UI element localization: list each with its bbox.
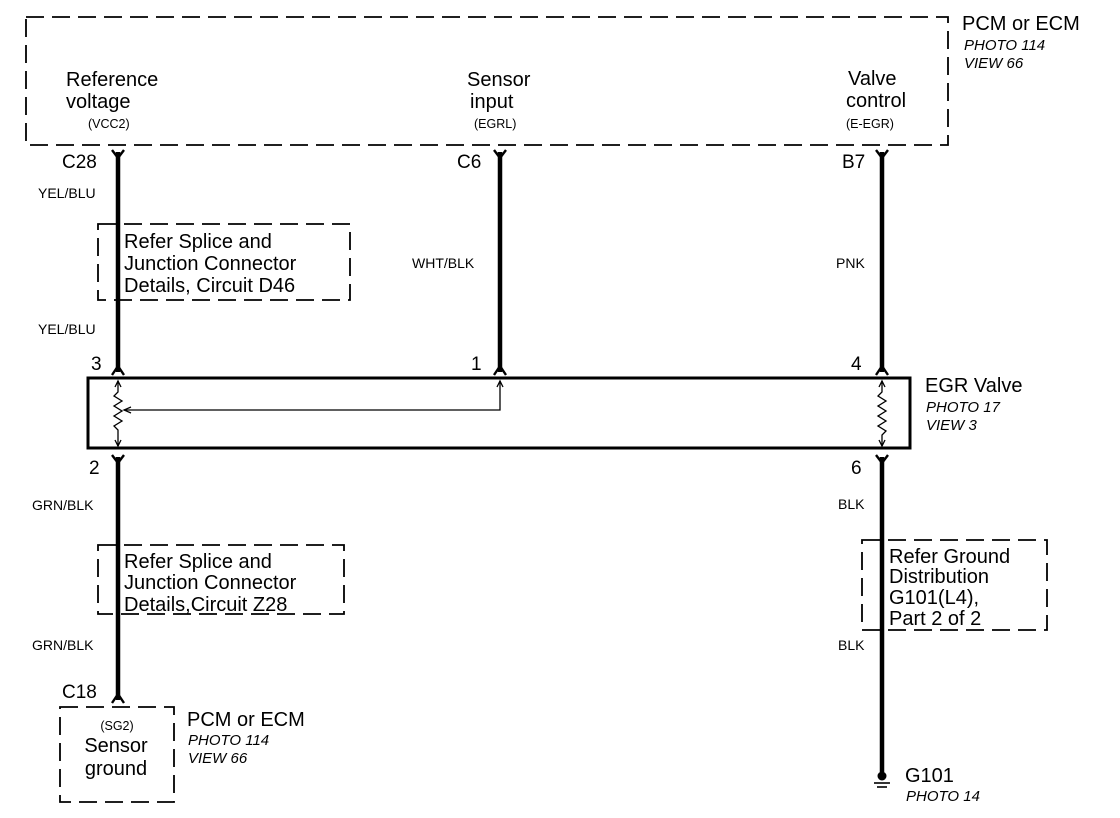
female-terminal-icon xyxy=(875,454,889,465)
female-terminal-icon xyxy=(111,149,125,160)
pin-b7: B7 xyxy=(842,152,865,173)
valve-wire-upper xyxy=(875,149,889,376)
ground-distribution-note: Refer Ground Distribution G101(L4), Part… xyxy=(861,539,1048,631)
pcm-top-block: PCM or ECM PHOTO 114 VIEW 66 Reference v… xyxy=(25,13,1080,146)
splice-z28-note: Refer Splice and Junction Connector Deta… xyxy=(97,544,345,616)
female-terminal-icon xyxy=(493,149,507,160)
egr-valve-title: EGR Valve xyxy=(925,375,1022,397)
female-terminal-icon xyxy=(875,149,889,160)
ground-icon xyxy=(874,771,890,788)
pcm-top-photo: PHOTO 114 xyxy=(964,37,1045,54)
splice-z28-line2: Junction Connector xyxy=(124,572,297,594)
reference-label-line1: Reference xyxy=(66,69,158,91)
splice-z28-line1: Refer Splice and xyxy=(124,551,272,573)
ground-note-line3: G101(L4), xyxy=(889,587,979,609)
male-terminal-icon xyxy=(111,691,125,704)
ground-photo: PHOTO 14 xyxy=(906,788,980,805)
pin-c6: C6 xyxy=(457,152,481,173)
wire-color-valve-ground-lower: BLK xyxy=(838,637,865,653)
sensor-ground-label-line1: Sensor xyxy=(84,735,148,757)
wire-color-reference-lower: YEL/BLU xyxy=(38,321,96,337)
pcm-bottom-dashed-box xyxy=(59,706,175,803)
pcm-top-title: PCM or ECM xyxy=(962,13,1080,35)
sensor-label-line1: Sensor xyxy=(467,69,531,91)
pcm-bottom-photo: PHOTO 114 xyxy=(188,732,269,749)
sensor-ground-label-line2: ground xyxy=(85,758,147,780)
wire-color-sensor-ground-lower: GRN/BLK xyxy=(32,637,94,653)
pcm-top-view: VIEW 66 xyxy=(964,55,1024,72)
sensor-wire-upper xyxy=(493,149,507,376)
egr-pin-6: 6 xyxy=(851,458,862,479)
valve-ground-wire xyxy=(875,454,889,772)
valve-signal-name: (E-EGR) xyxy=(846,117,894,131)
ground-note-line1: Refer Ground xyxy=(889,546,1010,568)
sensor-ground-signal-name: (SG2) xyxy=(100,719,133,733)
splice-d46-note: Refer Splice and Junction Connector Deta… xyxy=(97,223,351,301)
pin-c28: C28 xyxy=(62,152,97,173)
egr-pin-1: 1 xyxy=(471,354,482,375)
reference-wire-upper xyxy=(111,149,125,376)
wire-color-valve-control: PNK xyxy=(836,255,865,271)
valve-solenoid-coil-icon xyxy=(876,379,888,448)
wire-color-valve-ground-upper: BLK xyxy=(838,496,865,512)
ground-name: G101 xyxy=(905,765,954,787)
wiper-arrow-icon xyxy=(122,379,504,414)
egr-valve-component xyxy=(86,376,912,450)
pin-c18: C18 xyxy=(62,682,97,703)
ground-distribution-dashed-box xyxy=(861,539,1048,631)
splice-z28-line3: Details,Circuit Z28 xyxy=(124,594,287,616)
wire-color-sensor-ground-upper: GRN/BLK xyxy=(32,497,94,513)
male-terminal-icon xyxy=(111,363,125,376)
wire-color-reference-upper: YEL/BLU xyxy=(38,185,96,201)
ground-note-line4: Part 2 of 2 xyxy=(889,608,981,630)
sensor-ground-wire xyxy=(111,454,125,704)
sensor-label-line2: input xyxy=(470,91,514,113)
splice-d46-line2: Junction Connector xyxy=(124,253,297,275)
pcm-bottom-block: (SG2) Sensor ground xyxy=(59,706,175,803)
pcm-top-dashed-box xyxy=(25,16,949,146)
egr-pin-2: 2 xyxy=(89,458,100,479)
wire-color-sensor-input: WHT/BLK xyxy=(412,255,475,271)
female-terminal-icon xyxy=(111,454,125,465)
splice-d46-line1: Refer Splice and xyxy=(124,231,272,253)
male-terminal-icon xyxy=(875,363,889,376)
ground-point xyxy=(877,771,887,781)
egr-valve-view: VIEW 3 xyxy=(926,417,978,434)
egr-valve-box xyxy=(86,376,912,450)
position-sensor-resistor-icon xyxy=(112,379,124,448)
egr-pin-4: 4 xyxy=(851,354,862,375)
pcm-bottom-view: VIEW 66 xyxy=(188,750,248,767)
male-terminal-icon xyxy=(493,363,507,376)
splice-d46-dashed-box xyxy=(97,223,351,301)
egr-valve-photo: PHOTO 17 xyxy=(926,399,1001,416)
sensor-signal-name: (EGRL) xyxy=(474,117,516,131)
ground-note-line2: Distribution xyxy=(889,566,989,588)
reference-label-line2: voltage xyxy=(66,91,131,113)
egr-pin-3: 3 xyxy=(91,354,102,375)
splice-d46-line3: Details, Circuit D46 xyxy=(124,275,295,297)
valve-label-line1: Valve xyxy=(848,68,897,90)
valve-label-line2: control xyxy=(846,90,906,112)
pcm-bottom-title: PCM or ECM xyxy=(187,709,305,731)
reference-signal-name: (VCC2) xyxy=(88,117,130,131)
